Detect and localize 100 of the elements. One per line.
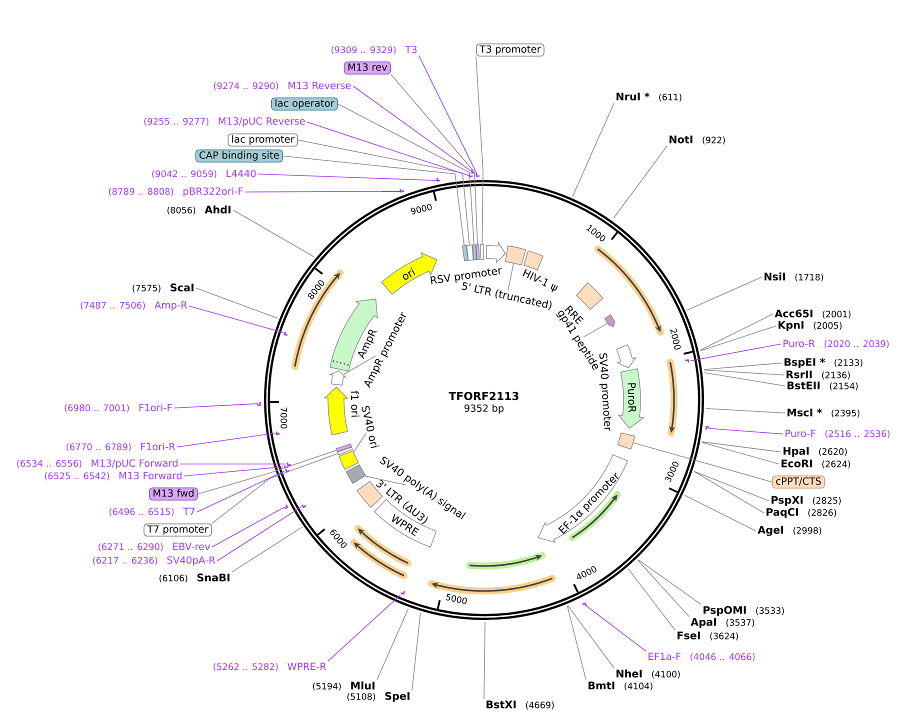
tick-label: 7000: [280, 408, 288, 428]
leader-line: [637, 560, 690, 617]
leader-line: [628, 568, 676, 630]
primer-label: (8789 .. 8808) pBR322ori-F: [109, 187, 243, 197]
enzyme-label: NheI (4100): [616, 669, 680, 679]
primer-mark: [284, 332, 288, 336]
tick-label: 3000: [664, 462, 679, 482]
enzyme-label: AgeI (2998): [758, 526, 822, 536]
feature-block: [604, 314, 616, 328]
leader-line: [338, 104, 474, 246]
primer-mark: [400, 188, 404, 193]
enzyme-label: ApaI (3537): [690, 618, 754, 628]
enzyme-label: PspOMI (3533): [704, 606, 784, 616]
tick-label: 4000: [577, 566, 596, 580]
feature-tag: CAP binding site: [195, 149, 283, 163]
leader-line: [174, 403, 258, 408]
feature-tag: M13 fwd: [148, 487, 198, 501]
leader-line: [184, 466, 284, 476]
leader-line: [418, 55, 478, 174]
primer-label: Puro-R (2020 .. 2039): [784, 340, 889, 348]
leader-line: [328, 594, 401, 662]
feature-tag: M13 rev: [344, 61, 391, 75]
feature-box: [462, 245, 468, 262]
primer-mark: [301, 504, 306, 508]
feature-block: PuroR: [618, 368, 644, 429]
primer-mark: [284, 465, 288, 469]
feature-box: [338, 450, 359, 470]
leader-line: [258, 174, 438, 181]
primer-label: (6271 .. 6290) EBV-rev: [98, 542, 210, 552]
leader-line: [188, 306, 284, 333]
leader-line: [212, 506, 286, 548]
enzyme-label: HpaI (2620): [784, 447, 847, 457]
primer-label: (6217 .. 6236) SV40pA-R: [93, 556, 216, 566]
primer-label: (6496 .. 6515) T7: [110, 508, 195, 516]
primer-mark: [276, 432, 280, 436]
primer-label: (9274 .. 9290) M13 Reverse: [214, 82, 351, 90]
enzyme-label: (5194) MluI: [313, 681, 374, 691]
enzyme-label: (7575) ScaI: [132, 284, 194, 292]
enzyme-label: Acc65I (2001): [774, 310, 850, 318]
primer-mark: [476, 173, 480, 177]
leader-line: [684, 494, 756, 532]
leader-line: [694, 470, 770, 502]
enzyme-label: EcoRI (2624): [782, 460, 850, 468]
leader-line: [690, 344, 782, 362]
leader-line: [704, 372, 786, 386]
primer-label: (5262 .. 5282) WPRE-R: [214, 662, 326, 672]
leader-line: [352, 86, 472, 172]
leader-line: [353, 432, 366, 453]
leader-line: [632, 442, 772, 482]
feature-tag: T7 promoter: [144, 523, 212, 537]
feature-box: [617, 432, 636, 450]
primer-label: (9042 .. 9059) L4440: [152, 170, 256, 178]
primer-mark: [685, 359, 690, 363]
enzyme-label: BmtI (4104): [588, 682, 652, 690]
leader-line: [343, 355, 377, 375]
leader-line: [232, 526, 302, 572]
leader-line: [364, 476, 406, 486]
primer-mark: [400, 590, 406, 595]
leader-line: [708, 428, 784, 434]
feature-label: f1 ori: [350, 390, 360, 417]
primer-mark: [286, 462, 292, 466]
primer-mark: [285, 468, 290, 473]
leader-line: [244, 190, 402, 192]
leader-line: [508, 262, 514, 291]
enzyme-label: KpnI (2005): [778, 321, 842, 331]
primer-label: (9255 .. 9277) M13/pUC Reverse: [144, 117, 305, 127]
enzyme-label: PspXI (2825): [772, 496, 841, 506]
leader-line: [686, 276, 762, 311]
leader-line: [198, 450, 338, 494]
tick-label: 2000: [670, 328, 681, 350]
feature-tag: cPPT/CTS: [772, 475, 826, 489]
leader-line: [566, 605, 586, 680]
feature-tag: lac promoter: [228, 133, 298, 147]
leader-line: [298, 140, 470, 246]
enzyme-label: RsrII (2136): [786, 370, 850, 380]
feature-label: SV40 promoter: [599, 353, 611, 432]
enzyme-label: PaqCI (2826): [766, 508, 836, 518]
leader-line: [282, 156, 465, 246]
plasmid-size: 9352 bp: [464, 404, 504, 414]
leader-line: [376, 608, 409, 680]
leader-line: [700, 314, 774, 351]
enzyme-label: NsiI (1718): [764, 272, 824, 282]
leader-line: [212, 453, 338, 524]
leader-line: [216, 506, 302, 562]
primer-label: EF1a-F (4046 .. 4066): [648, 652, 755, 662]
leader-line: [306, 122, 470, 176]
leader-line: [704, 370, 784, 376]
primer-label: (6980 .. 7001) F1ori-F: [64, 404, 172, 412]
leader-line: [412, 612, 421, 691]
enzyme-label: BstXI (4669): [486, 700, 554, 710]
leader-line: [704, 362, 782, 370]
leader-line: [702, 441, 782, 452]
leader-line: [638, 559, 702, 605]
feature-block: [328, 370, 347, 386]
tick-label: 9000: [410, 204, 432, 214]
enzyme-label: BstEII (2154): [788, 382, 858, 390]
primer-label: (6770 .. 6789) F1ori-R: [66, 442, 176, 452]
leader-line: [583, 322, 608, 338]
leader-line: [700, 326, 776, 352]
enzyme-label: NotI (922): [670, 136, 725, 144]
